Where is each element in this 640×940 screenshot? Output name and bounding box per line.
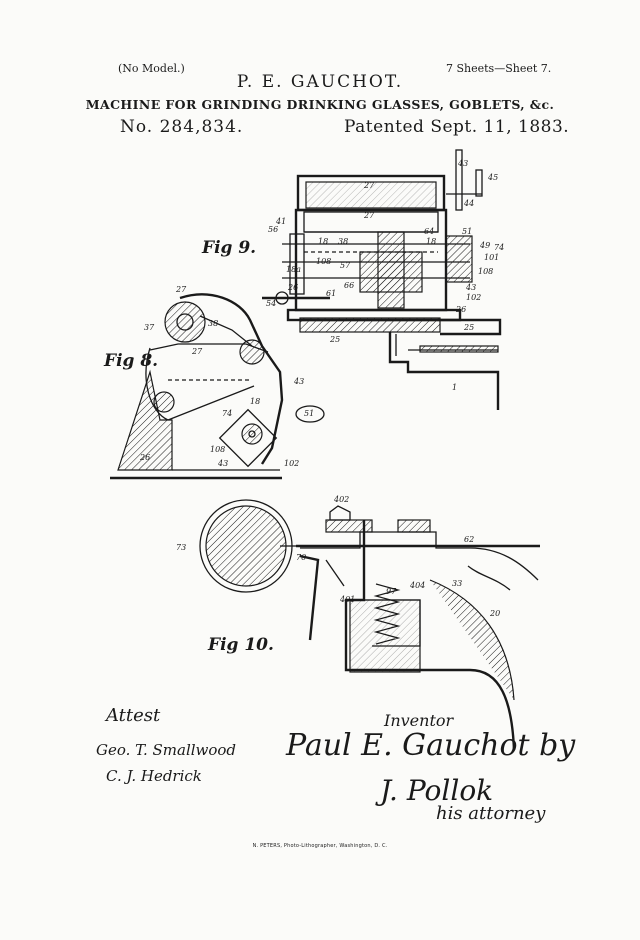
- svg-text:51: 51: [304, 409, 314, 418]
- svg-text:27: 27: [363, 181, 375, 190]
- svg-text:41: 41: [275, 217, 286, 226]
- svg-text:64: 64: [424, 227, 434, 236]
- figure-10-label: Fig 10.: [208, 635, 274, 655]
- no-model-note: (No Model.): [118, 62, 185, 75]
- svg-text:38: 38: [338, 237, 348, 246]
- svg-text:101: 101: [484, 253, 499, 262]
- reference-numerals: 27 27 43 45 44 41 56 18 38 64 18 51 49 7…: [139, 159, 504, 618]
- svg-text:404: 404: [409, 581, 425, 590]
- svg-text:38: 38: [208, 319, 218, 328]
- svg-text:70: 70: [296, 553, 306, 562]
- figure-8-drawing: [110, 293, 325, 480]
- svg-text:27: 27: [363, 211, 375, 220]
- inventor-label: Inventor: [384, 711, 454, 730]
- svg-text:102: 102: [284, 459, 299, 468]
- svg-text:66: 66: [344, 281, 354, 290]
- figure-8-label: Fig 8.: [104, 351, 159, 371]
- svg-text:108: 108: [478, 267, 493, 276]
- svg-text:43: 43: [465, 283, 476, 292]
- svg-text:402: 402: [333, 495, 349, 504]
- svg-text:1: 1: [452, 383, 457, 392]
- svg-text:74: 74: [222, 409, 232, 418]
- svg-text:27: 27: [175, 285, 187, 294]
- svg-text:401: 401: [339, 595, 355, 604]
- figure-9-label: Fig 9.: [202, 238, 257, 258]
- svg-text:26: 26: [139, 453, 150, 462]
- svg-text:18a: 18a: [286, 265, 301, 274]
- svg-text:51: 51: [462, 227, 472, 236]
- svg-text:108: 108: [210, 445, 225, 454]
- svg-text:108: 108: [316, 257, 331, 266]
- svg-text:43: 43: [293, 377, 304, 386]
- patent-date: Patented Sept. 11, 1883.: [344, 117, 570, 137]
- svg-text:27: 27: [191, 347, 203, 356]
- svg-text:62: 62: [464, 535, 474, 544]
- svg-text:25: 25: [463, 323, 474, 332]
- figure-9-drawing: [262, 149, 502, 410]
- svg-text:37: 37: [144, 323, 155, 332]
- attorney-label: his attorney: [436, 803, 546, 824]
- sheet-number: 7 Sheets—Sheet 7.: [446, 62, 552, 75]
- svg-text:18: 18: [318, 237, 328, 246]
- svg-text:49: 49: [479, 241, 490, 250]
- svg-text:18: 18: [250, 397, 260, 406]
- patent-number: No. 284,834.: [120, 117, 244, 137]
- svg-text:43: 43: [217, 459, 228, 468]
- figure-10-drawing: [199, 499, 540, 751]
- inventor-name: P. E. GAUCHOT.: [236, 72, 404, 92]
- attest-label: Attest: [106, 705, 161, 726]
- svg-text:33: 33: [452, 579, 462, 588]
- svg-text:102: 102: [466, 293, 481, 302]
- svg-text:56: 56: [268, 225, 278, 234]
- svg-text:73: 73: [176, 543, 186, 552]
- svg-text:20: 20: [489, 609, 500, 618]
- svg-text:54: 54: [266, 299, 276, 308]
- inventor-signature: Paul E. Gauchot by: [286, 728, 576, 763]
- svg-text:25: 25: [329, 335, 340, 344]
- svg-text:18: 18: [426, 237, 436, 246]
- svg-text:61: 61: [326, 289, 336, 298]
- svg-text:45: 45: [487, 173, 498, 182]
- witness-signature-1: Geo. T. Smallwood: [96, 741, 237, 759]
- patent-title: MACHINE FOR GRINDING DRINKING GLASSES, G…: [85, 97, 555, 112]
- svg-text:26: 26: [287, 283, 298, 292]
- svg-text:43: 43: [457, 159, 468, 168]
- attorney-signature: J. Pollok: [380, 774, 494, 807]
- svg-text:97: 97: [386, 587, 397, 596]
- svg-text:74: 74: [494, 243, 504, 252]
- svg-text:26: 26: [455, 305, 466, 314]
- witness-signature-2: C. J. Hedrick: [106, 767, 202, 785]
- printer-credit: N. PETERS, Photo-Lithographer, Washingto…: [252, 843, 388, 849]
- svg-text:57: 57: [340, 261, 351, 270]
- svg-text:44: 44: [463, 199, 474, 208]
